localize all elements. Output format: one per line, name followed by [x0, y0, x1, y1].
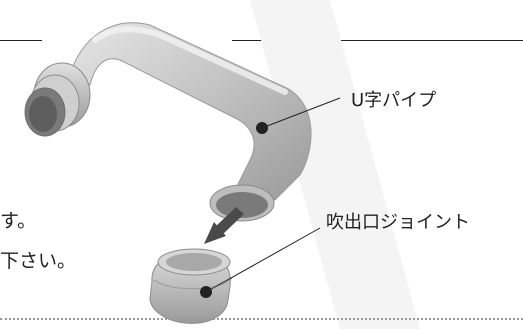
- top-rule-left: [0, 40, 42, 41]
- top-rule-right: [232, 40, 523, 41]
- joint-top-opening: [166, 253, 222, 271]
- u-pipe-marker: [256, 122, 268, 134]
- joint-marker: [200, 286, 212, 298]
- joint-leader: [205, 227, 321, 293]
- left-opening-inner: [29, 96, 57, 132]
- joint-ring-line: [153, 277, 233, 290]
- outlet-joint-label: 吹出口ジョイント: [326, 212, 470, 233]
- bottom-dotted-divider: [0, 318, 523, 320]
- direction-arrow: [204, 207, 244, 244]
- body-text-line-1: す。: [0, 210, 37, 232]
- u-pipe-label: U字パイプ: [351, 90, 437, 111]
- bottom-opening: [216, 192, 268, 218]
- u-pipe-leader: [261, 97, 341, 129]
- body-text-line-2: 下さい。: [0, 250, 77, 272]
- pipe-highlight: [92, 26, 288, 95]
